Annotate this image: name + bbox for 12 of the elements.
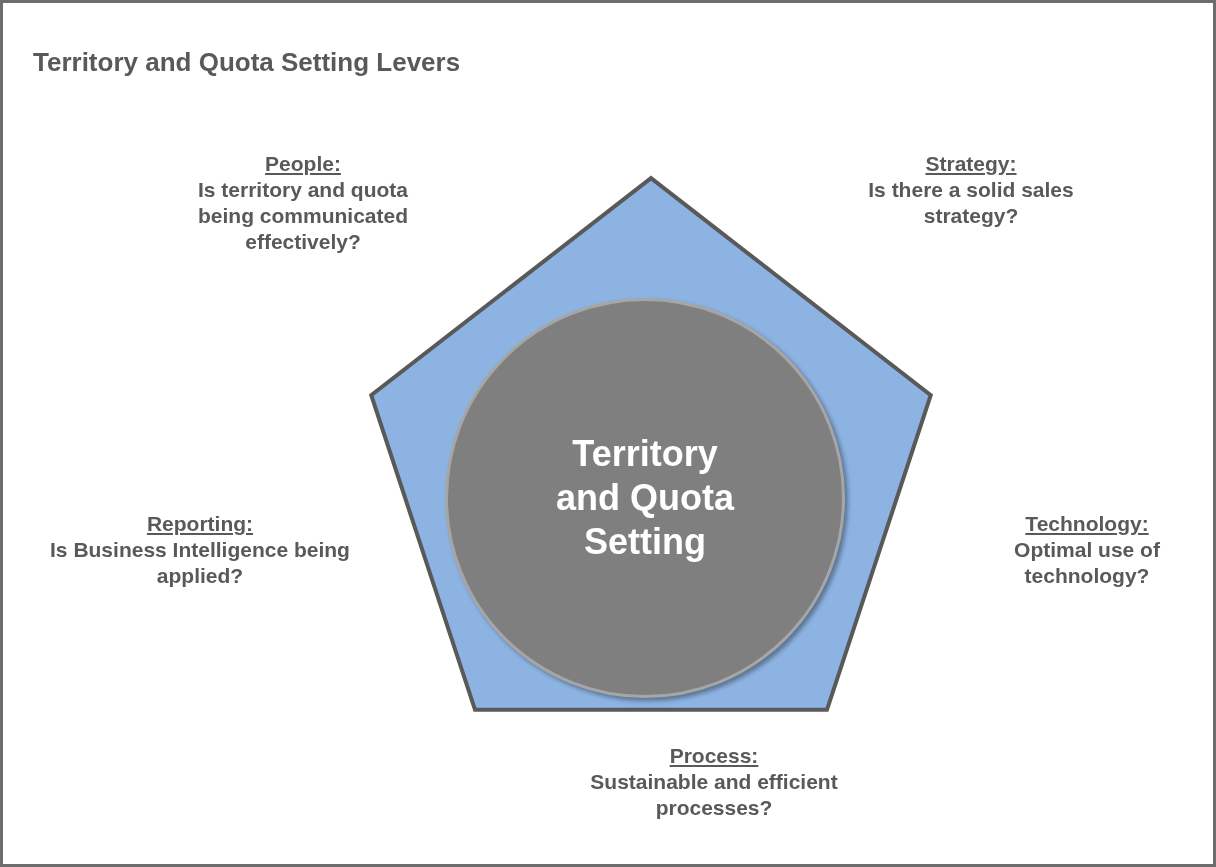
diagram-title: Territory and Quota Setting Levers: [33, 47, 461, 78]
lever-question: Is there a solid sales strategy?: [867, 177, 1075, 229]
lever-question: Is territory and quota being communicated effectively?: [197, 177, 409, 255]
center-label: Territory and Quota Setting: [555, 432, 736, 564]
lever-question: Sustainable and efficient processes?: [589, 769, 839, 821]
lever-question: Is Business Intelligence being applied?: [50, 537, 350, 589]
lever-heading: Technology:: [1025, 511, 1149, 537]
lever-heading: Process:: [669, 743, 759, 769]
lever-heading: Reporting:: [146, 511, 254, 537]
lever-question: Optimal use of technology?: [1013, 537, 1161, 589]
lever-heading: People:: [265, 151, 341, 177]
lever-heading: Strategy:: [925, 151, 1017, 177]
